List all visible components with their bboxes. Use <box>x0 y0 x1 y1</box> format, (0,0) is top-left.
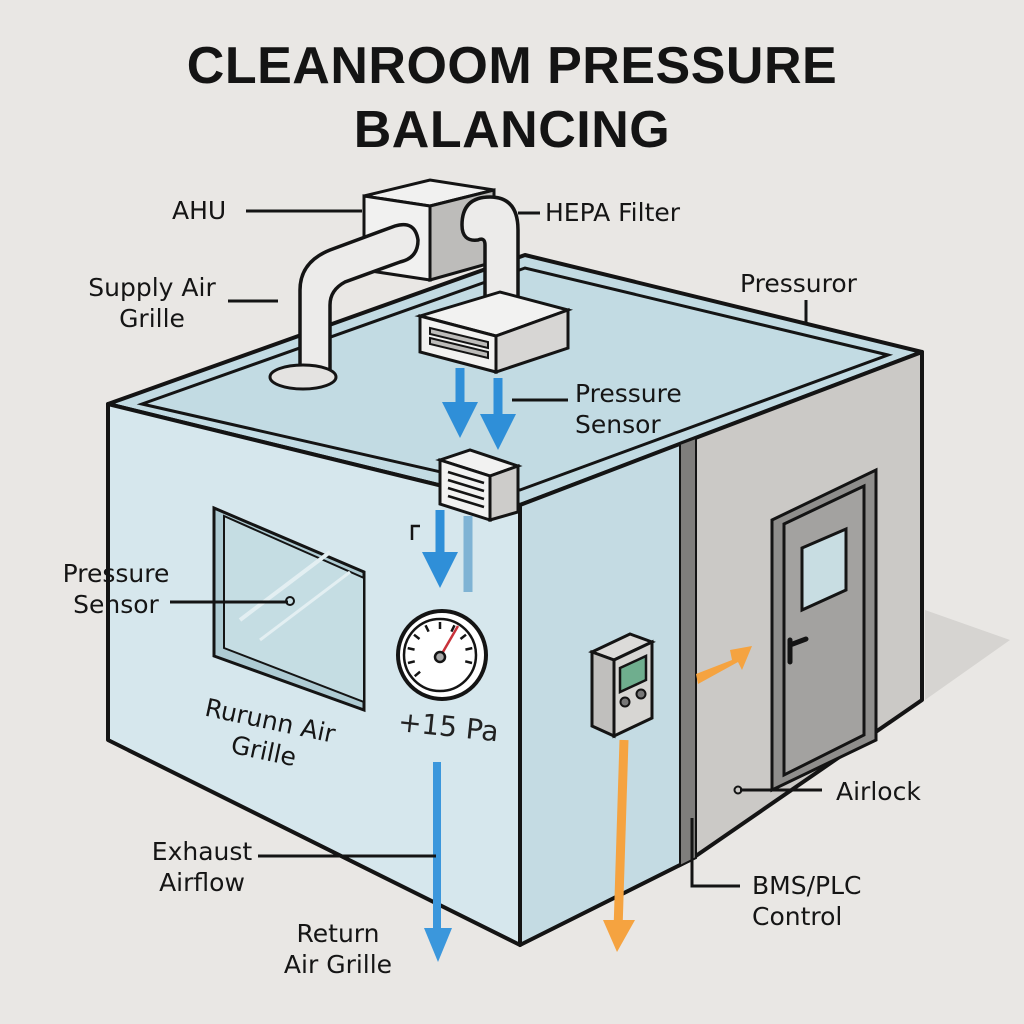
label-exhaust-airflow: Exhaust Airflow <box>140 836 264 898</box>
pressure-gauge-tick <box>465 646 473 651</box>
label-supply-air-grille-line1: Supply Air <box>88 273 216 302</box>
pressure-gauge-tick <box>424 624 430 633</box>
label-return-air-grille-line2: Air Grille <box>283 950 393 979</box>
label-supply-air-grille: Supply Air Grille <box>74 272 230 334</box>
label-pressure-sensor-left: Pressure Sensor <box>50 558 182 620</box>
door-handle <box>787 636 809 665</box>
pressure-gauge-tick <box>413 670 421 678</box>
label-bms-plc-line1: BMS/PLC <box>752 871 862 900</box>
label-leader-lines <box>170 209 822 888</box>
label-ahu: AHU <box>172 196 227 225</box>
observation-window-glass <box>223 514 365 704</box>
window-glare <box>259 570 351 642</box>
pressure-gauge-tick <box>464 660 473 665</box>
label-pressure-sensor-left-line2: Sensor <box>73 590 159 619</box>
pressure-gauge-tick <box>407 660 416 665</box>
diagram-title-line-2: BALANCING <box>353 101 671 159</box>
label-pressuror: Pressuror <box>740 269 857 298</box>
label-pressure-sensor-top-line1: Pressure <box>575 379 682 408</box>
door-window <box>800 526 848 613</box>
room-top-rim <box>136 266 894 492</box>
airlock-leader-dot <box>733 785 743 795</box>
floor-shadow <box>925 610 1010 700</box>
label-pressure-sensor-top-line2: Sensor <box>575 410 661 439</box>
label-airlock: Airlock <box>836 777 921 806</box>
label-return-air-grille: Return Air Grille <box>274 918 402 980</box>
pressure-gauge-hub <box>433 650 447 664</box>
airlock-seam <box>679 436 697 868</box>
pressure-gauge-tick <box>407 646 415 651</box>
door <box>782 483 866 778</box>
bms-controller-button <box>635 688 647 700</box>
exhaust-airflow-arrowhead <box>424 928 452 962</box>
bms-controller-side <box>590 649 616 739</box>
bms-controller-display <box>618 654 648 694</box>
pressure-gauge-tick <box>450 624 456 633</box>
label-pressure-sensor-top: Pressure Sensor <box>575 378 682 440</box>
pressure-gauge-ticks <box>407 622 473 678</box>
airlock-flow-arrow <box>696 646 752 684</box>
label-return-air-grille-line1: Return <box>296 919 380 948</box>
label-exhaust-airflow-line2: Airflow <box>159 868 245 897</box>
hepa-box-side <box>494 307 570 375</box>
control-signal-arrow <box>613 739 629 931</box>
pressure-gauge-tick <box>413 633 421 640</box>
supply-duct-flange <box>268 363 338 391</box>
bms-controller-button <box>619 696 631 708</box>
wall-grille-slats <box>447 470 485 509</box>
pressure-gauge-tick <box>459 633 467 640</box>
window-glare <box>238 550 332 622</box>
hepa-grille-slots <box>429 326 489 360</box>
control-signal-arrowhead <box>603 920 635 952</box>
label-bms-plc-control: BMS/PLC Control <box>752 870 861 932</box>
label-supply-air-grille-line2: Grille <box>119 304 185 333</box>
wall-grille-side <box>488 463 520 522</box>
label-pressure-sensor-left-line1: Pressure <box>62 559 170 588</box>
label-hepa-filter: HEPA Filter <box>545 198 681 227</box>
diagram-title-line-1: CLEANROOM PRESSURE <box>186 37 838 95</box>
label-bms-plc-line2: Control <box>752 902 843 931</box>
supply-duct <box>298 222 420 377</box>
label-exhaust-airflow-line1: Exhaust <box>151 837 253 866</box>
corner-tick-mark <box>410 524 420 540</box>
